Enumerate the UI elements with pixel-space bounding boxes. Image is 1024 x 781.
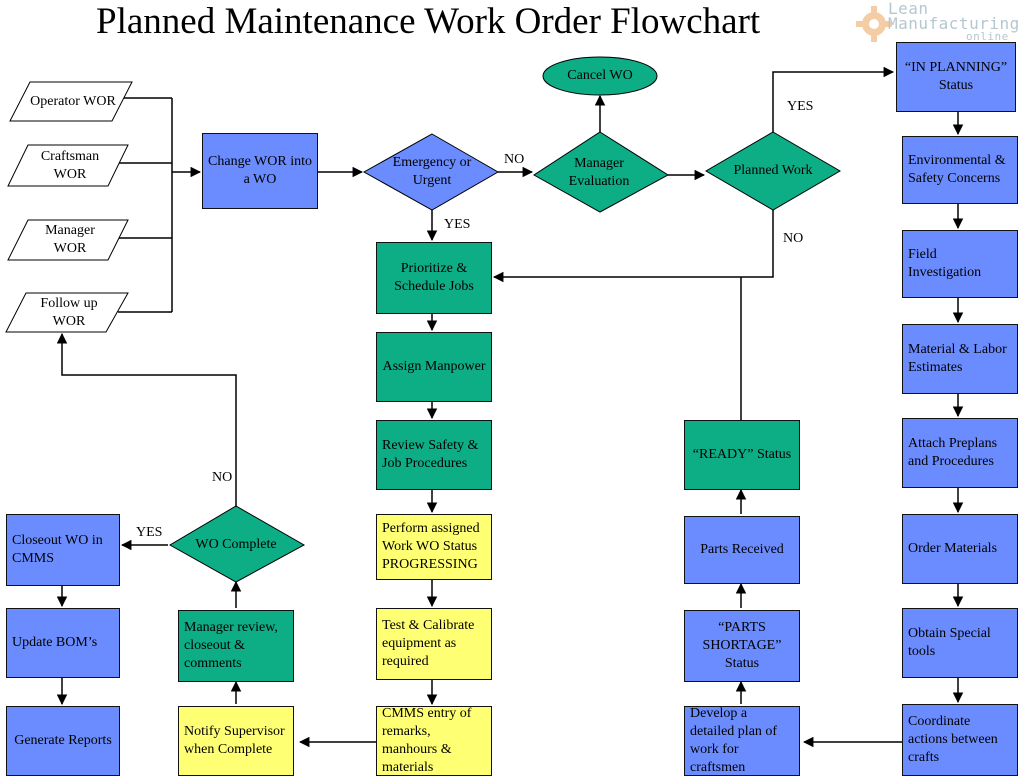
box-assign-manpower: Assign Manpower	[376, 332, 492, 402]
input-operator-shape	[9, 81, 133, 122]
box-prioritize: Prioritize & Schedule Jobs	[376, 242, 492, 314]
terminator-cancel-label: Cancel WO	[567, 68, 633, 83]
label-no-planned: NO	[783, 231, 804, 246]
label-yes-complete: YES	[136, 525, 163, 540]
box-field-investigation: Field Investigation	[902, 230, 1018, 298]
logo-line-1: Lean	[888, 0, 929, 18]
box-cmms-entry: CMMS entry of remarks, manhours & materi…	[376, 706, 492, 776]
label-no-emergency: NO	[504, 152, 525, 167]
box-manager-review: Manager review, closeout & comments	[178, 610, 294, 682]
logo-line-2: Manufacturing	[888, 14, 1020, 33]
box-env-safety: Environmental & Safety Concerns	[902, 136, 1018, 204]
decision-manager-eval-shape	[533, 131, 669, 213]
decision-wo-complete-label: WO Complete	[195, 537, 277, 552]
decision-manager-eval-label: Manager Evaluation	[568, 156, 630, 189]
decision-emergency-shape	[362, 133, 500, 211]
input-operator-label: Operator WOR	[30, 94, 116, 109]
label-no-complete: NO	[212, 470, 233, 485]
gear-icon	[856, 6, 892, 42]
box-coordinate-actions: Coordinate actions between crafts	[902, 704, 1018, 776]
logo-line-3: online	[966, 30, 1009, 43]
decision-planned-label: Planned Work	[733, 163, 813, 178]
input-craftsman-shape	[7, 144, 129, 187]
box-obtain-tools: Obtain Special tools	[902, 608, 1018, 678]
logo: Lean Manufacturing online	[856, 0, 1024, 58]
box-change-wor: Change WOR into a WO	[202, 133, 318, 209]
input-manager-label: Manager WOR	[45, 223, 95, 256]
box-order-materials: Order Materials	[902, 514, 1018, 584]
box-review-safety: Review Safety & Job Procedures	[376, 420, 492, 490]
box-closeout-wo: Closeout WO in CMMS	[6, 514, 120, 586]
box-notify-supervisor: Notify Supervisor when Complete	[178, 706, 294, 776]
box-update-bom: Update BOM’s	[6, 608, 120, 678]
decision-planned-shape	[705, 131, 841, 211]
input-manager-shape	[7, 219, 129, 261]
box-in-planning: “IN PLANNING” Status	[896, 42, 1016, 112]
box-test-calibrate: Test & Calibrate equipment as required	[376, 608, 492, 680]
box-parts-received: Parts Received	[684, 516, 800, 584]
box-ready-status: “READY” Status	[684, 420, 800, 490]
terminator-cancel-shape	[542, 56, 658, 96]
page-title: Planned Maintenance Work Order Flowchart	[96, 1, 761, 42]
input-followup-shape	[5, 292, 129, 333]
box-develop-plan: Develop a detailed plan of work for craf…	[684, 706, 800, 776]
label-yes-emergency: YES	[444, 217, 471, 232]
input-craftsman-label: Craftsman WOR	[40, 149, 100, 182]
box-attach-preplans: Attach Preplans and Procedures	[902, 418, 1018, 488]
box-perform-work: Perform assigned Work WO Status PROGRESS…	[376, 514, 492, 580]
box-parts-shortage: “PARTS SHORTAGE” Status	[684, 610, 800, 682]
decision-emergency-label: Emergency or Urgent	[392, 155, 472, 188]
input-followup-label: Follow up WOR	[40, 296, 98, 329]
box-material-labor: Material & Labor Estimates	[902, 324, 1018, 394]
decision-wo-complete-shape	[168, 505, 306, 583]
label-yes-planned: YES	[787, 99, 814, 114]
box-generate-reports: Generate Reports	[6, 706, 120, 776]
